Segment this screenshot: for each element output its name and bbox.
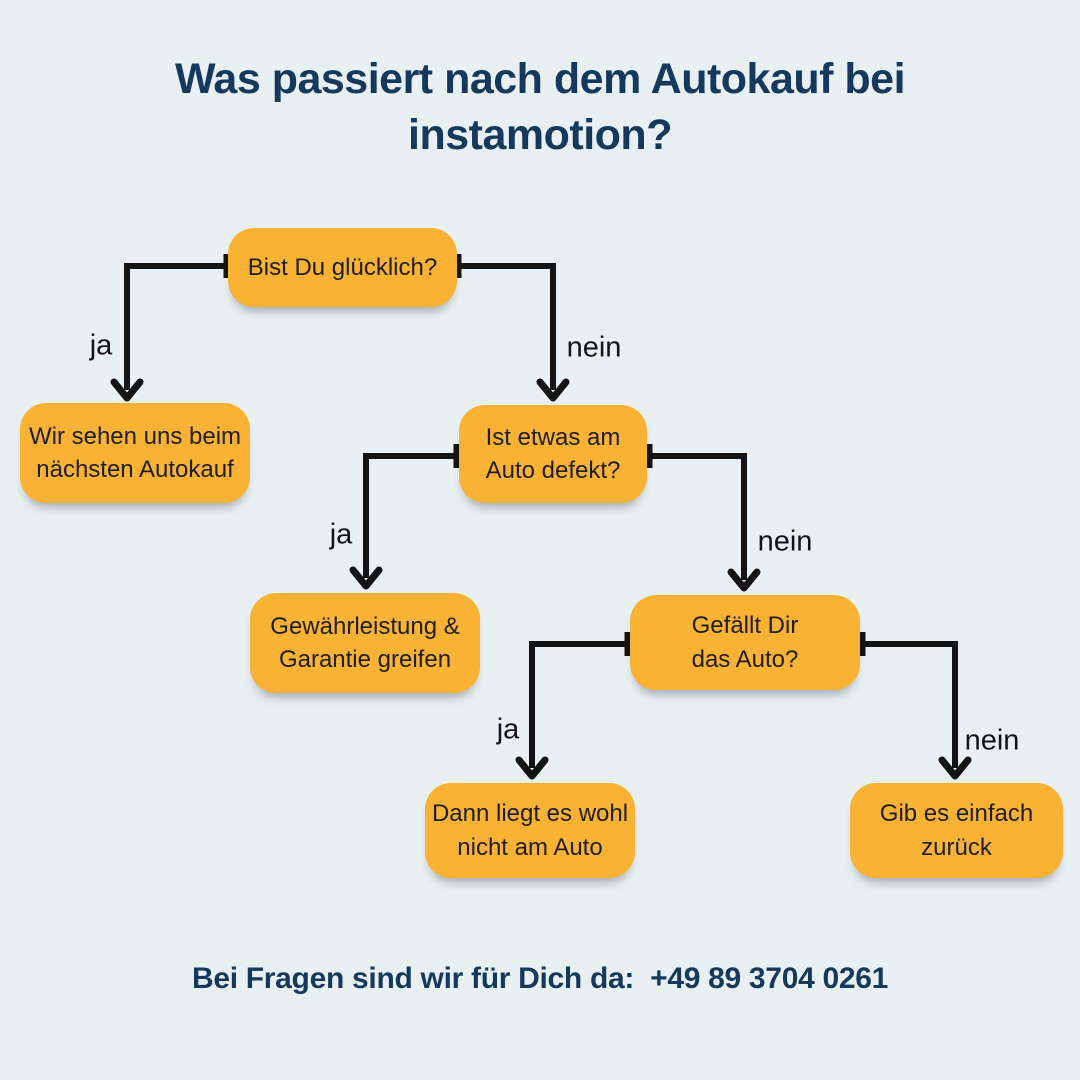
page-title: Was passiert nach dem Autokauf bei insta… xyxy=(174,55,906,159)
arrow-down-icon xyxy=(515,756,549,780)
edge-q-like-ja xyxy=(515,632,634,780)
edge-q-happy-nein xyxy=(452,254,570,402)
node-see-you: Wir sehen uns beim nächsten Autokauf xyxy=(20,403,250,503)
edge-label-ja: ja xyxy=(89,329,113,362)
node-not-car: Dann liegt es wohl nicht am Auto xyxy=(425,783,635,878)
arrow-down-icon xyxy=(110,378,144,402)
footer-text: Bei Fragen sind wir für Dich da: xyxy=(191,962,635,995)
edge-label-nein: nein xyxy=(757,525,813,558)
node-q-defect: Ist etwas am Auto defekt? xyxy=(459,405,647,503)
edge-q-happy-ja xyxy=(110,254,233,402)
edge-label-nein: nein xyxy=(964,724,1020,757)
edge-q-like-nein xyxy=(856,632,972,780)
node-q-happy: Bist Du glücklich? xyxy=(228,228,457,307)
arrow-down-icon xyxy=(727,568,761,592)
edge-label-ja: ja xyxy=(329,518,353,551)
edge-label-nein: nein xyxy=(566,331,622,364)
footer-contact-line: Bei Fragen sind wir für Dich da: +49 89 … xyxy=(0,962,1080,996)
edge-q-defect-nein xyxy=(643,444,761,592)
edge-label-ja: ja xyxy=(496,713,520,746)
node-give-back: Gib es einfach zurück xyxy=(850,783,1063,878)
arrow-down-icon xyxy=(536,378,570,402)
node-q-like: Gefällt Dir das Auto? xyxy=(630,595,860,690)
edge-q-defect-ja xyxy=(349,444,463,590)
arrow-down-icon xyxy=(938,756,972,780)
arrow-down-icon xyxy=(349,566,383,590)
node-warranty: Gewährleistung & Garantie greifen xyxy=(250,593,480,693)
footer-phone: +49 89 3704 0261 xyxy=(650,962,889,995)
